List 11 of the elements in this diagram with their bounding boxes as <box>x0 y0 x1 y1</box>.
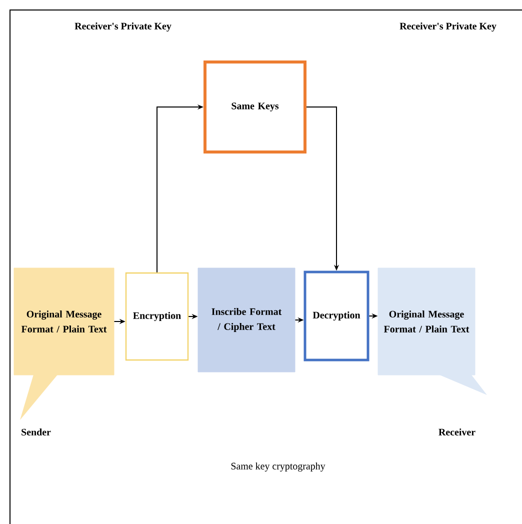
process-box: Encryption <box>125 272 189 361</box>
speech-callout: Original Message Format / Plain Text <box>14 268 114 420</box>
key-label: Receiver's Private Key <box>74 22 172 32</box>
process-box: Decryption <box>304 270 370 362</box>
key-box: Same Keys <box>204 60 306 154</box>
callout-label: Receiver <box>438 428 476 436</box>
key-label: Receiver's Private Key <box>400 22 496 32</box>
speech-callout: Original Message Format / Plain Text <box>378 268 487 395</box>
caption: Same key cryptography <box>231 462 326 472</box>
callout-label: Sender <box>22 428 51 436</box>
process-box: Inscribe Format / Cipher Text <box>198 268 296 372</box>
